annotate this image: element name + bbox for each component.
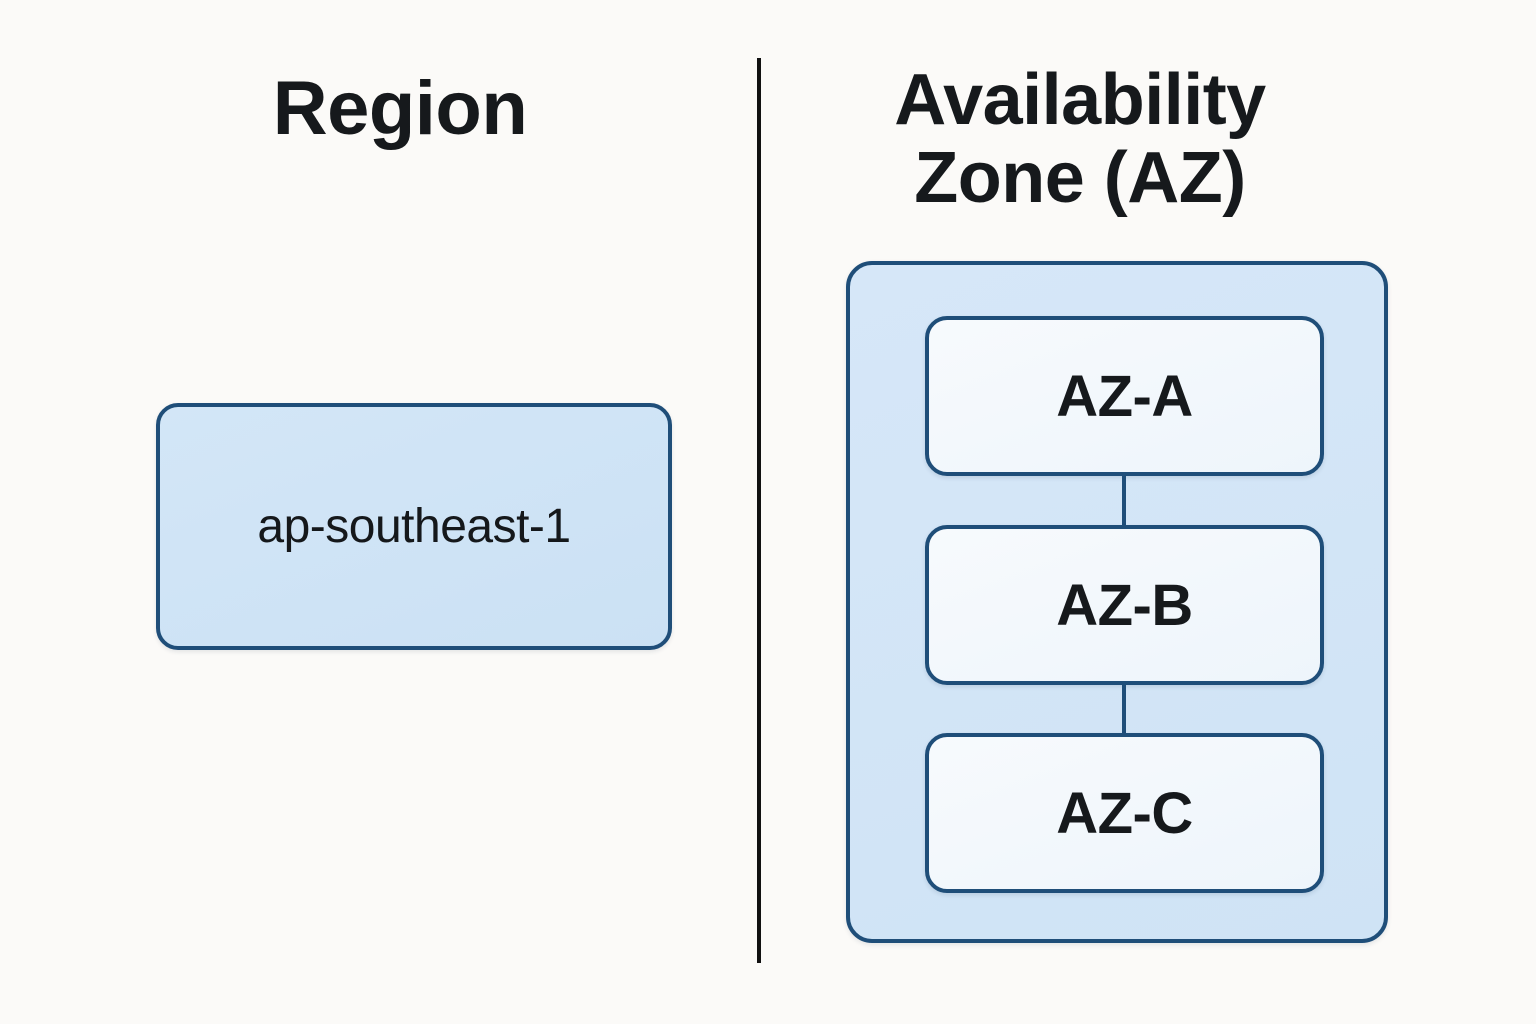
- availability-zone-heading-line-1: Availability: [894, 60, 1266, 140]
- availability-zone-box-c[interactable]: AZ-C: [925, 733, 1324, 893]
- availability-zone-box-a[interactable]: AZ-A: [925, 316, 1324, 476]
- availability-zone-panel-heading: Availability Zone (AZ): [800, 60, 1360, 218]
- availability-zone-heading-line-2: Zone (AZ): [914, 137, 1246, 218]
- region-box[interactable]: ap-southeast-1: [156, 403, 672, 650]
- availability-zone-box-a-label: AZ-A: [1056, 363, 1193, 429]
- panel-divider: [757, 58, 761, 963]
- region-panel-heading: Region: [272, 66, 528, 151]
- availability-zone-box-b-label: AZ-B: [1056, 572, 1193, 638]
- availability-zone-box-c-label: AZ-C: [1056, 780, 1193, 846]
- availability-zone-container[interactable]: AZ-A AZ-B AZ-C: [846, 261, 1388, 943]
- availability-zone-connector-b-c: [1122, 684, 1126, 734]
- availability-zone-connector-a-b: [1122, 475, 1126, 526]
- availability-zone-box-b[interactable]: AZ-B: [925, 525, 1324, 685]
- region-box-label: ap-southeast-1: [257, 500, 571, 553]
